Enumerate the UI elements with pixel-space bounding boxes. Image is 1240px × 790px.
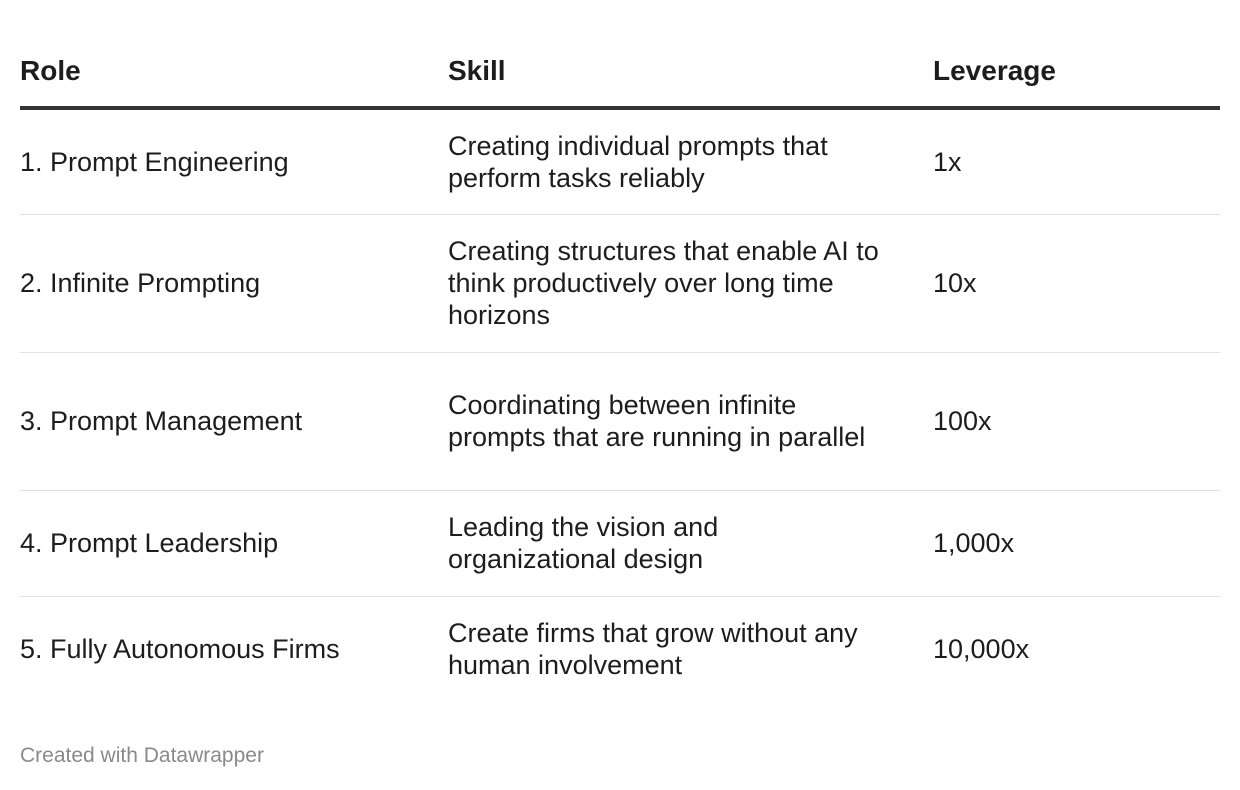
role-cell: 4. Prompt Leadership [20,490,448,597]
skill-cell: Create firms that grow without any human… [448,618,858,681]
leverage-cell: 1x [933,108,1220,215]
leverage-cell: 10,000x [933,634,1030,665]
column-header-skill: Skill [448,0,933,110]
table-row: 2. Infinite Prompting Creating structure… [20,214,1220,353]
table-row: 3. Prompt Management Coordinating betwee… [20,352,1220,491]
table-row: 4. Prompt Leadership Leading the vision … [20,490,1220,597]
skill-cell: Creating structures that enable AI to th… [448,214,933,353]
role-cell: 3. Prompt Management [20,352,448,491]
datawrapper-credit: Created with Datawrapper [20,744,264,767]
role-cell: 2. Infinite Prompting [20,214,448,353]
role-cell: 1. Prompt Engineering [20,108,448,215]
column-header-role: Role [20,0,448,110]
header-row: Role Skill Leverage [20,0,1220,110]
skill-cell: Leading the vision and organizational de… [448,490,933,597]
column-header-leverage: Leverage [933,0,1220,110]
leverage-cell: 10x [933,214,1220,353]
table-row: 5. Fully Autonomous Firms Create firms t… [20,596,1220,702]
table-container: Role Skill Leverage 1. Prompt Engineerin… [20,0,1220,702]
leverage-cell: 100x [933,352,1220,491]
table-row: 1. Prompt Engineering Creating individua… [20,108,1220,215]
skill-cell: Coordinating between infinite prompts th… [448,352,933,491]
leverage-table: Role Skill Leverage 1. Prompt Engineerin… [20,0,1220,702]
role-cell: 5. Fully Autonomous Firms [20,634,340,665]
skill-cell: Creating individual prompts that perform… [448,108,933,215]
leverage-cell: 1,000x [933,490,1220,597]
